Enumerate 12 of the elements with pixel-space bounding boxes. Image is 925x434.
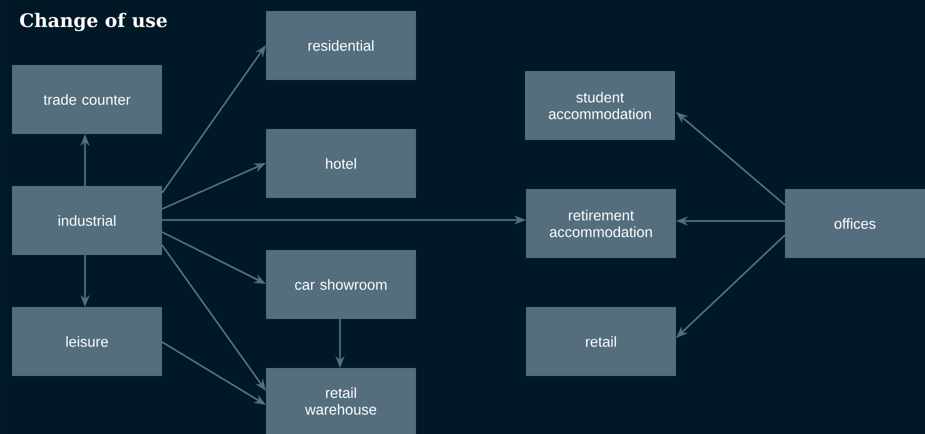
box: industrial xyxy=(12,186,162,255)
box: leisure xyxy=(12,306,162,376)
box: hotel xyxy=(266,128,416,198)
box: trade counter xyxy=(12,64,162,134)
box: offices xyxy=(785,189,925,258)
box: student accommodation xyxy=(525,70,675,140)
box: residential xyxy=(266,11,416,80)
box: retail xyxy=(526,306,676,376)
title: Change of use xyxy=(20,12,167,32)
box: car showroom xyxy=(266,250,416,319)
box: retail warehouse xyxy=(266,368,416,434)
box: retirement accommodation xyxy=(526,189,676,258)
